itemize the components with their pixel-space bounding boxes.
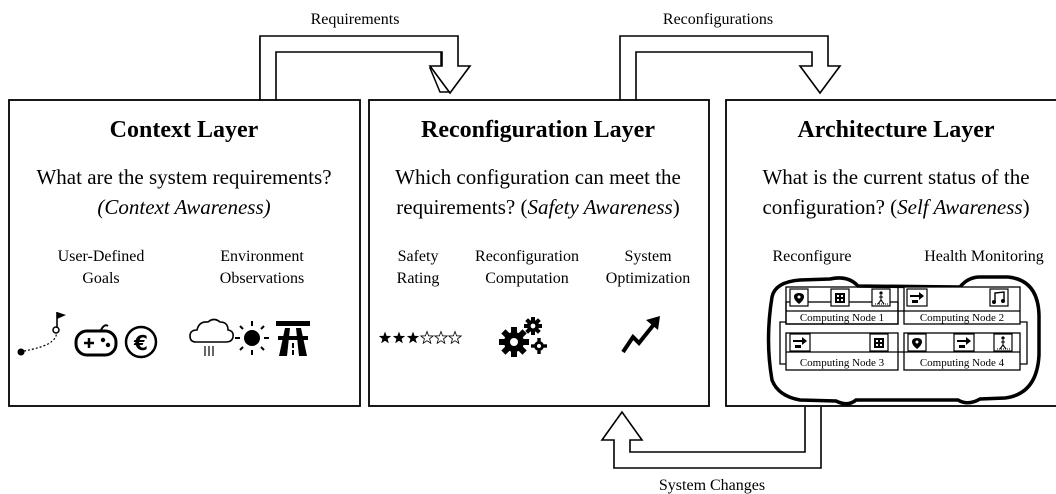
reconfiguration-col2-line2: Computation — [485, 270, 569, 287]
lane-change-icon — [906, 288, 928, 307]
star-empty — [447, 330, 463, 345]
computing-node-1: Computing Node 1 — [785, 286, 899, 325]
reconfigure-label: Reconfigure — [772, 248, 851, 265]
system-changes-label: System Changes — [659, 477, 765, 494]
system-changes-arrow — [600, 407, 822, 469]
reconfiguration-col1-line1: Safety — [398, 248, 439, 265]
route-icon — [17, 312, 66, 356]
reconfiguration-question-line1: Which configuration can meet the — [395, 165, 681, 189]
health-monitoring-label: Health Monitoring — [924, 248, 1044, 265]
reconfiguration-col3-line2: Optimization — [606, 270, 690, 287]
star-filled — [378, 331, 392, 344]
architecture-question-line2: configuration? (Self Awareness) — [762, 195, 1029, 219]
svg-text:€: € — [133, 331, 148, 355]
architecture-layer-title: Architecture Layer — [797, 117, 994, 143]
context-layer-title: Context Layer — [110, 117, 259, 143]
node-wiring — [779, 310, 1028, 365]
reconfiguration-col3-line1: System — [624, 248, 672, 265]
cloud-rain-icon — [189, 318, 234, 356]
euro-icon: € — [124, 325, 158, 359]
reconfiguration-col2-line1: Reconfiguration — [475, 248, 579, 265]
reconfiguration-layer-box — [368, 99, 710, 407]
architecture-question-line1: What is the current status of the — [762, 165, 1029, 189]
context-layer-box — [8, 99, 361, 407]
reconfigurations-label: Reconfigurations — [663, 11, 773, 28]
reconfigurations-arrow — [619, 35, 842, 100]
computing-node-3-label: Computing Node 3 — [800, 357, 885, 369]
trend-up-icon — [621, 316, 660, 354]
reconfiguration-col1-line2: Rating — [397, 270, 440, 287]
computing-node-1-label: Computing Node 1 — [800, 312, 884, 324]
highway-icon — [276, 321, 310, 356]
star-filled — [392, 331, 406, 344]
context-question-line1: What are the system requirements? — [36, 165, 331, 189]
architecture-layer-box — [725, 99, 1056, 407]
reconfiguration-layer-title: Reconfiguration Layer — [421, 117, 655, 143]
computing-node-4-label: Computing Node 4 — [920, 357, 1005, 369]
context-col2-line2: Observations — [220, 270, 304, 287]
star-empty — [419, 330, 435, 345]
star-empty — [433, 330, 449, 345]
safety-rating-stars — [378, 330, 463, 345]
context-col1-line1: User-Defined — [58, 248, 145, 265]
lane-change-icon — [953, 333, 975, 352]
sun-icon — [235, 321, 269, 355]
lane-change-icon — [789, 333, 811, 352]
context-question-line2: (Context Awareness) — [97, 195, 270, 219]
requirements-label: Requirements — [311, 11, 400, 28]
requirements-arrow-outline — [259, 35, 472, 100]
context-col2-line1: Environment — [220, 248, 304, 265]
computing-node-3: Computing Node 3 — [785, 332, 899, 371]
context-col1-line2: Goals — [82, 270, 119, 287]
computing-node-2: Computing Node 2 — [903, 286, 1021, 325]
computing-node-2-label: Computing Node 2 — [920, 312, 1004, 324]
reconfiguration-question-line2: requirements? (Safety Awareness) — [396, 195, 679, 219]
star-filled — [406, 331, 420, 344]
computing-node-4: Computing Node 4 — [903, 332, 1021, 371]
gears-icon — [499, 317, 547, 357]
gamepad-icon — [74, 324, 118, 357]
